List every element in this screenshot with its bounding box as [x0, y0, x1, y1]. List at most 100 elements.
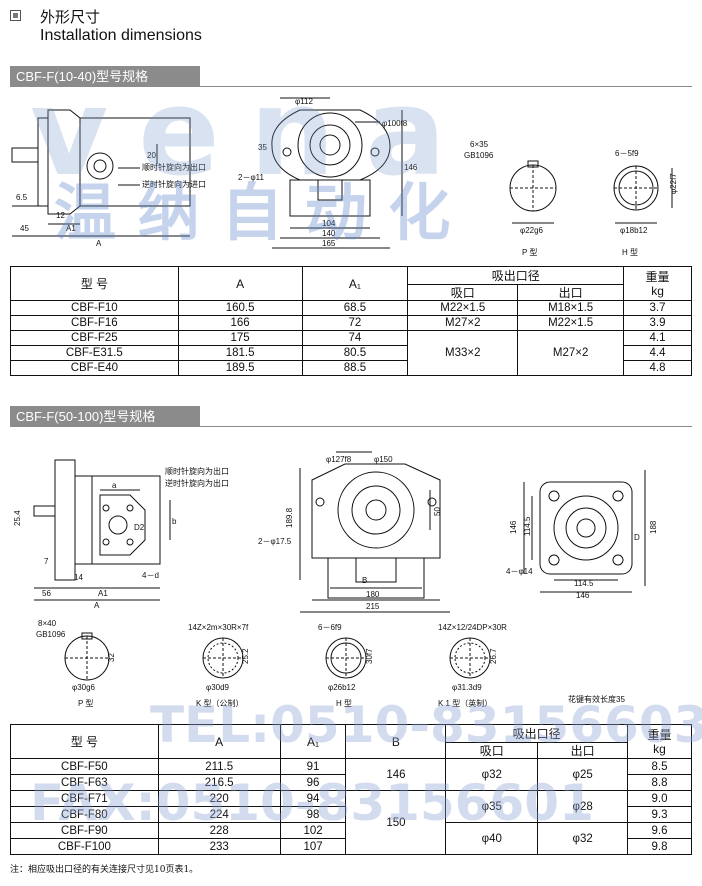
dim-d313: φ31.3d9 — [452, 683, 482, 692]
label-h-type-2: H 型 — [336, 699, 352, 708]
key-std-2: GB1096 — [36, 630, 66, 639]
dim-d100f8: φ100f8 — [382, 119, 408, 128]
dim-h1145: 114.5 — [523, 516, 532, 536]
dim-d127: φ127f8 — [326, 455, 352, 464]
section1-band: CBF-F(10-40)型号规格 — [10, 66, 200, 87]
dim-l56: 56 — [42, 589, 51, 598]
dim-h35: 35 — [258, 143, 267, 152]
th-out-2: 出口 — [537, 742, 629, 759]
dim-holes: 2－φ11 — [238, 173, 264, 182]
th-port-2: 吸出口径 — [445, 724, 629, 743]
th-in-2: 吸口 — [445, 742, 539, 759]
dim-d30d9: φ30d9 — [206, 683, 230, 692]
dim-w215: 215 — [366, 602, 380, 611]
th-a-2: A — [157, 724, 281, 759]
dim-h188: 188 — [649, 520, 658, 534]
th-out: 出口 — [517, 284, 625, 301]
note-ccw: 逆时针旋向为进口 — [142, 179, 206, 189]
dim-h1898: 189.8 — [285, 507, 294, 528]
section1-drawing: φ112 φ100f8 35 146 2－φ11 104 140 165 20 … — [11, 97, 678, 257]
th-port: 吸出口径 — [407, 266, 625, 285]
dim-h32: 32 — [107, 653, 116, 662]
key-size-2: 8×40 — [38, 619, 57, 628]
dim-4-14: 4－φ14 — [506, 567, 533, 576]
dim-l45: 45 — [20, 224, 29, 233]
dim-w180: 180 — [366, 590, 380, 599]
dim-d26b12: φ26b12 — [328, 683, 356, 692]
dim-d30g6: φ30g6 — [72, 683, 96, 692]
key-std: GB1096 — [464, 151, 494, 160]
dim-4d: 4－d — [142, 571, 159, 580]
dim-h146: 146 — [404, 163, 418, 172]
th-a1: A₁ — [301, 266, 409, 301]
th-a1-2: A₁ — [279, 724, 347, 759]
dim-h267: 26.7 — [489, 648, 498, 664]
th-a: A — [177, 266, 303, 301]
key-size: 6×35 — [470, 140, 489, 149]
dim-h252: 25.2 — [241, 648, 250, 664]
section1-rule — [10, 86, 692, 87]
th-model: 型 号 — [10, 266, 179, 301]
dim-d150: φ150 — [374, 455, 393, 464]
dim-w140: 140 — [322, 229, 336, 238]
dim-h50: 50 — [433, 507, 442, 516]
spline-k: 14Z×2m×30R×7f — [188, 623, 249, 632]
dim-l7: 7 — [44, 557, 49, 566]
dim-h20: 20 — [147, 151, 156, 160]
note-cw-2: 顺时针旋向为出口 — [165, 466, 229, 476]
dim-a: A — [96, 239, 102, 248]
dim-l12: 12 — [56, 211, 65, 220]
dim-d112: φ112 — [295, 97, 313, 106]
dim-d18b12: φ18b12 — [620, 226, 648, 235]
section2-rule — [10, 426, 692, 427]
label-h-type: H 型 — [622, 248, 638, 257]
dim-l65: 6.5 — [16, 193, 28, 202]
spline-k1: 14Z×12/24DP×30R — [438, 623, 507, 632]
footnote: 注：相应吸出口径的有关连接尺寸见10页表1。 — [10, 865, 199, 875]
th-in: 吸口 — [407, 284, 519, 301]
page-title-en: Installation dimensions — [40, 27, 202, 44]
dim-h146-2: 146 — [509, 520, 518, 534]
dim-l14: 14 — [74, 573, 83, 582]
dim-a1-2: A1 — [98, 589, 108, 598]
merged-out: M27×2 — [517, 330, 625, 376]
dim-h254: 25.4 — [13, 510, 22, 526]
merged-in: M33×2 — [407, 330, 519, 376]
note-cw: 顺时针旋向为出口 — [142, 162, 206, 172]
dim-a1: A1 — [66, 224, 76, 233]
note-key-length: 花键有效长度35 — [568, 694, 625, 704]
label-k1-type: K 1 型（英制） — [438, 698, 492, 708]
dim-holes-2: 2－φ17.5 — [258, 537, 292, 546]
dim-d22g6: φ22g6 — [520, 226, 544, 235]
dim-w146: 146 — [576, 591, 590, 600]
dim-d227: φ22f7 — [669, 173, 678, 194]
th-b-2: B — [345, 724, 447, 759]
dim-b-big: B — [362, 576, 367, 585]
note-ccw-2: 逆时针旋向为出口 — [165, 478, 229, 488]
label-p-type-2: P 型 — [78, 699, 93, 708]
dim-d2: D2 — [134, 523, 145, 532]
dim-b-small: b — [172, 517, 177, 526]
dim-w165: 165 — [322, 239, 336, 248]
page-title-cn: 外形尺寸 — [40, 9, 101, 26]
th-model-2: 型 号 — [10, 724, 159, 759]
dim-w104: 104 — [322, 219, 336, 228]
section2-drawing: a b D2 25.4 7 14 56 A1 A 4－d 顺时针旋向为出口 逆时… — [13, 451, 658, 708]
spline-h: 6－6f9 — [318, 623, 342, 632]
dim-dd: D — [634, 533, 640, 542]
spline-spec: 6－5f9 — [615, 149, 639, 158]
